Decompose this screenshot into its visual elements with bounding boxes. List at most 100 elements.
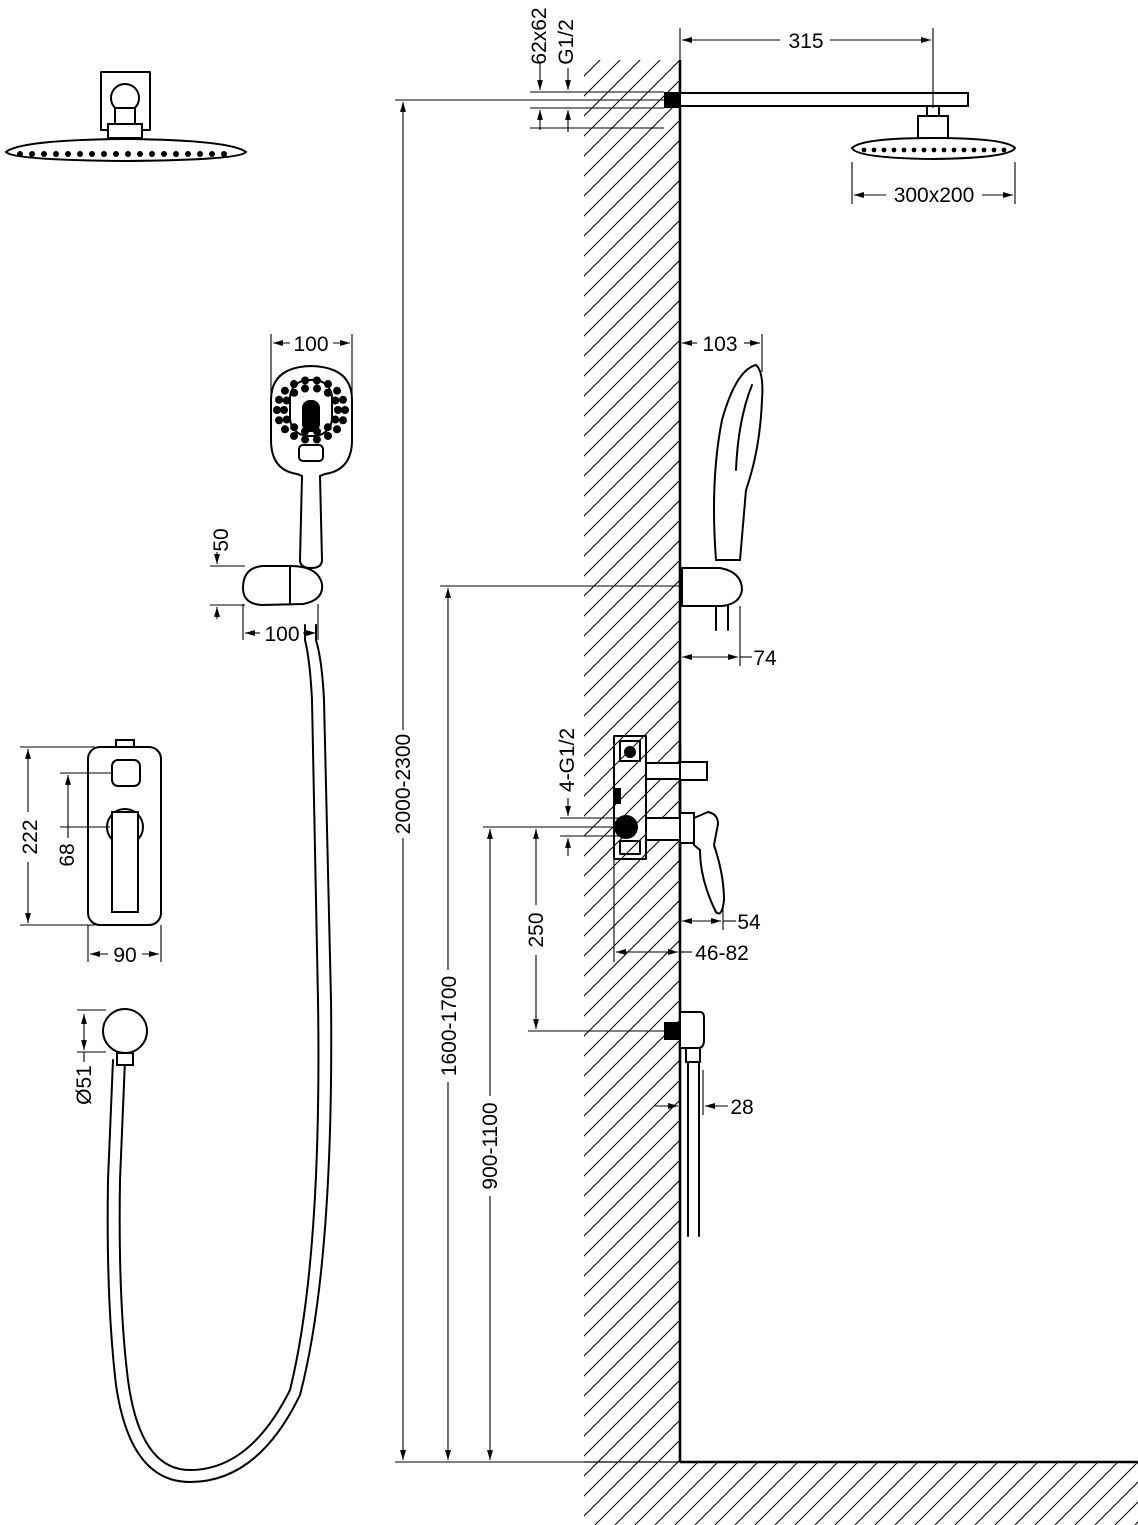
hatch-line xyxy=(584,60,941,1525)
connector-nut xyxy=(114,107,136,125)
nozzle-dot xyxy=(951,147,957,153)
hand-shower-side-view xyxy=(681,363,764,631)
hatch-line xyxy=(959,60,1138,1525)
mixer-upper-port xyxy=(619,740,641,762)
hatch-line xyxy=(1099,60,1138,1525)
spray-face-insert xyxy=(289,379,333,437)
nozzle-dot xyxy=(323,423,332,432)
dim-rain-thread: G1/2 xyxy=(555,19,578,65)
hatch-line xyxy=(919,60,1138,1525)
nozzle-dot xyxy=(137,151,143,157)
nozzle-dot xyxy=(209,151,215,157)
nozzle-dot xyxy=(941,147,947,153)
dim-hand-shower-width: 100 xyxy=(293,333,328,356)
dim-mixer-height-range: 900-1100 xyxy=(479,1102,502,1189)
hose-at-holder xyxy=(715,605,729,631)
dim-mixer-handle-offset: 68 xyxy=(56,843,79,866)
hose-at-outlet xyxy=(687,1061,700,1237)
hatch-line xyxy=(779,60,1138,1525)
nozzle-dot xyxy=(338,395,347,404)
hatch-line xyxy=(1019,60,1138,1525)
hatch-line xyxy=(639,60,1138,1525)
nozzle-dot xyxy=(338,416,347,425)
nozzle-dot xyxy=(324,380,332,389)
nozzle-dot xyxy=(961,147,967,153)
nozzle-dot xyxy=(300,384,309,393)
hatch-line xyxy=(0,0,520,1525)
nozzle-dot xyxy=(1001,147,1007,153)
holder-side-view xyxy=(681,567,744,607)
hatch-line xyxy=(584,60,1138,1525)
nozzle-dot xyxy=(290,431,298,440)
hatch-line xyxy=(584,60,1138,1525)
nozzle-dot xyxy=(911,147,917,153)
dimension-labels: 315 300x200 62x62 G1/2 2000-2300 100 103… xyxy=(19,7,974,1189)
hatch-line xyxy=(584,60,1138,1525)
nozzle-dot xyxy=(149,151,155,157)
nozzle-dot xyxy=(197,151,203,157)
dim-outlet-diameter: Ø51 xyxy=(73,1065,96,1105)
nozzle-dot xyxy=(341,406,349,414)
nozzle-dot xyxy=(17,151,23,157)
nozzle-dot xyxy=(323,388,332,397)
dim-holder-height: 50 xyxy=(210,528,233,551)
rain-shower-side-view xyxy=(664,92,1017,161)
hatch-line xyxy=(1079,60,1138,1525)
nozzle-dot xyxy=(931,147,937,153)
outlet-wall-flange xyxy=(664,1022,680,1040)
nozzle-dot xyxy=(313,427,322,436)
nozzle-dot xyxy=(301,376,310,385)
hatch-line xyxy=(584,60,881,1525)
dim-mixer-install-depth: 46-82 xyxy=(695,942,749,965)
hatch-line xyxy=(0,0,500,1525)
hatch-line xyxy=(799,60,1138,1525)
hatch-line xyxy=(584,60,1138,1525)
nozzle-dot xyxy=(280,386,289,395)
shower-hose-inner-edge xyxy=(106,624,333,1483)
dim-holder-height-range: 1600-1700 xyxy=(438,976,461,1076)
hatch-line xyxy=(979,60,1138,1525)
outlet-nut xyxy=(116,1052,134,1066)
nozzle-dot xyxy=(221,151,227,157)
hatch-line xyxy=(584,60,1138,1525)
hatch-line xyxy=(0,0,540,1525)
nozzle-dot xyxy=(331,415,340,424)
rain-shower-head xyxy=(4,137,248,163)
hatch-line xyxy=(584,60,901,1525)
nozzle-dot xyxy=(185,151,191,157)
mixer-lever xyxy=(111,811,139,913)
wall-outlet-side-view xyxy=(664,1011,705,1237)
upper-port-hole xyxy=(624,746,636,758)
hand-shower-holder xyxy=(241,565,324,607)
nozzle-dot xyxy=(282,415,291,424)
nozzle-dot xyxy=(881,147,887,153)
nozzle-dot xyxy=(300,427,309,436)
hand-shower-front-view xyxy=(241,364,353,607)
nozzle-dot xyxy=(871,147,877,153)
diverter-spindle xyxy=(645,762,681,780)
hatch-line xyxy=(839,60,1138,1525)
dim-total-height: 2000-2300 xyxy=(392,734,415,834)
dim-hand-shower-projection: 103 xyxy=(702,333,737,356)
hatch-line xyxy=(859,60,1138,1525)
nozzle-dot xyxy=(981,147,987,153)
rain-head-nozzles-side xyxy=(861,147,1007,153)
nozzle-dot xyxy=(113,151,119,157)
hatch-line xyxy=(584,60,1138,1525)
nozzle-dot xyxy=(161,151,167,157)
dim-mixer-plate-height: 222 xyxy=(19,819,42,854)
wall-outlet-body xyxy=(102,1008,148,1054)
nozzle-dot xyxy=(53,151,59,157)
dim-outlet-projection: 28 xyxy=(730,1096,753,1119)
mode-button xyxy=(298,444,324,462)
nozzle-dot xyxy=(331,396,340,405)
mixer-cartridge xyxy=(645,817,681,841)
hatch-line xyxy=(699,60,1138,1525)
hatch-line xyxy=(584,60,1138,1525)
hatch-line xyxy=(0,0,560,1525)
hatch-line xyxy=(584,60,1138,1525)
hatch-line xyxy=(1059,60,1138,1525)
hatch-line xyxy=(584,60,1138,1525)
